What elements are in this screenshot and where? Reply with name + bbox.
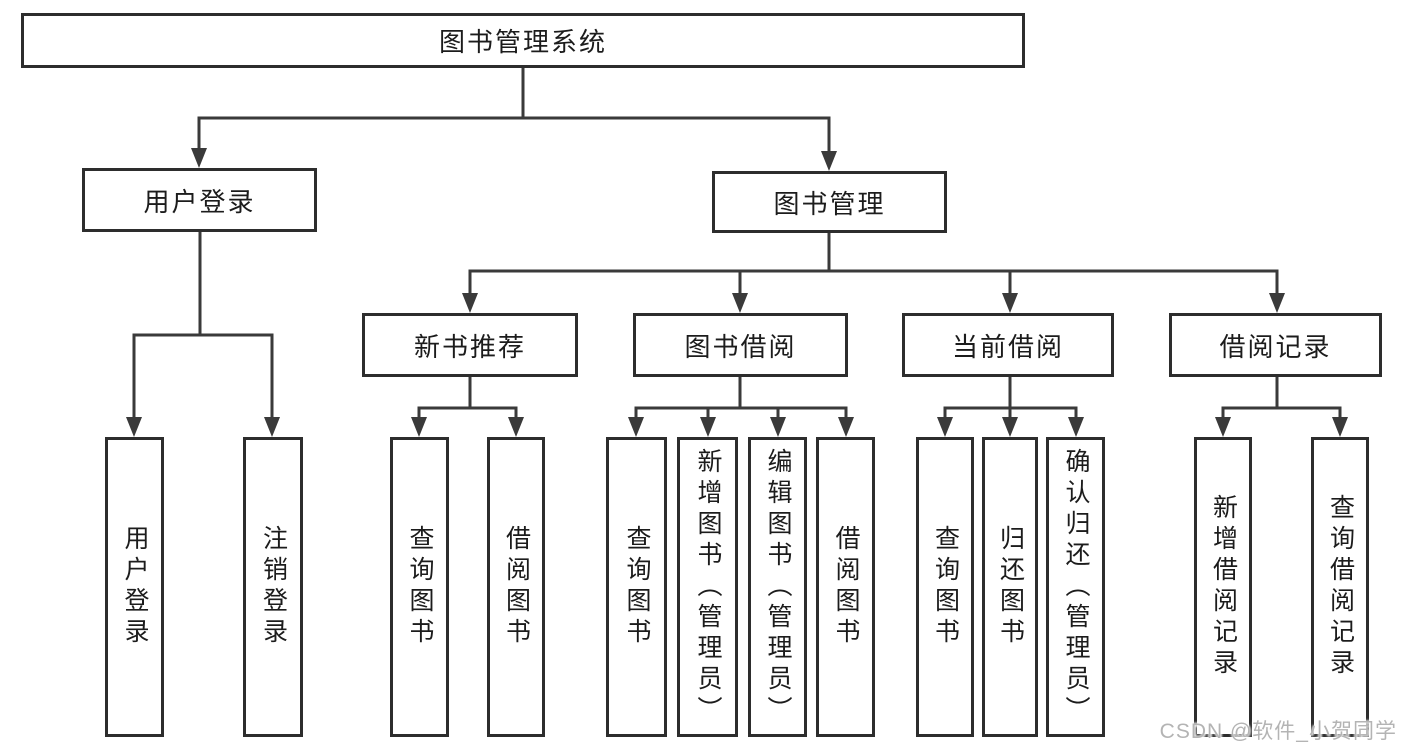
leaf-edit-books-admin: 编辑图书（管理员）: [748, 437, 807, 737]
leaf-confirm-return-admin: 确认归还（管理员）: [1046, 437, 1105, 737]
node-new-book-recommend: 新书推荐: [362, 313, 578, 377]
leaf-user-login: 用户登录: [105, 437, 164, 737]
node-library-system: 图书管理系统: [21, 13, 1025, 68]
leaf-query-borrow-record: 查询借阅记录: [1311, 437, 1369, 737]
leaf-query-books-current: 查询图书: [916, 437, 974, 737]
node-user-login: 用户登录: [82, 168, 317, 232]
leaf-query-books-borrow: 查询图书: [606, 437, 667, 737]
node-borrow-records: 借阅记录: [1169, 313, 1382, 377]
node-book-borrow: 图书借阅: [633, 313, 848, 377]
leaf-borrow-books-recommend: 借阅图书: [487, 437, 545, 737]
node-book-management: 图书管理: [712, 171, 947, 233]
csdn-watermark: CSDN @软件_小贺同学: [1159, 720, 1397, 743]
node-current-borrow: 当前借阅: [902, 313, 1114, 377]
leaf-add-books-admin: 新增图书（管理员）: [677, 437, 738, 737]
leaf-add-borrow-record: 新增借阅记录: [1194, 437, 1252, 737]
leaf-borrow-books: 借阅图书: [816, 437, 875, 737]
leaf-logout: 注销登录: [243, 437, 303, 737]
leaf-query-books-recommend: 查询图书: [390, 437, 449, 737]
leaf-return-books: 归还图书: [982, 437, 1038, 737]
